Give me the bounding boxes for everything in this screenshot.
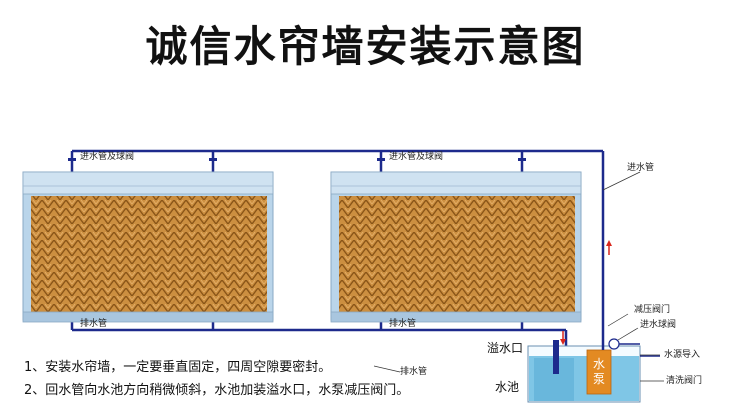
clean-valve-label: 清洗阀门 <box>666 376 703 386</box>
installation-note-2: 2、回水管向水池方向稍微倾斜，水池加装溢水口，水泵减压阀门。 <box>24 383 410 398</box>
water-pool <box>527 345 641 403</box>
water-pump <box>586 349 612 395</box>
inlet-valve-label-left: 进水管及球阀 <box>80 152 135 162</box>
top-supply-pipe <box>70 149 605 340</box>
diagram-title: 诚信水帘墙安装示意图 <box>145 22 586 71</box>
pool-label: 水池 <box>495 380 520 394</box>
pump-label: 水泵 <box>592 357 605 386</box>
overflow-label: 溢水口 <box>487 341 524 355</box>
inlet-ball-valve-label: 进水球阀 <box>640 320 677 330</box>
inlet-valve-label-right: 进水管及球阀 <box>389 152 444 162</box>
supply-valve-markers <box>68 158 526 161</box>
ball-valve-icon <box>608 338 620 350</box>
bottom-drain-pipe <box>70 322 568 346</box>
curtain-panel-right <box>330 171 582 323</box>
overflow-pipe <box>553 340 559 374</box>
pressure-valve-label: 减压阀门 <box>634 305 671 315</box>
curtain-panel-left <box>22 171 274 323</box>
drain-label-left: 排水管 <box>80 319 108 329</box>
inlet-pipe-label: 进水管 <box>627 163 655 173</box>
water-source-label: 水源导入 <box>664 350 701 360</box>
flow-arrow-down <box>560 331 566 345</box>
drain-label-right: 排水管 <box>389 319 417 329</box>
installation-note-1: 1、安装水帘墙，一定要垂直固定，四周空隙要密封。 <box>24 360 332 375</box>
drain-note-label: 排水管 <box>400 367 428 377</box>
callout-lines <box>373 171 664 382</box>
flow-arrow-up <box>606 240 612 255</box>
